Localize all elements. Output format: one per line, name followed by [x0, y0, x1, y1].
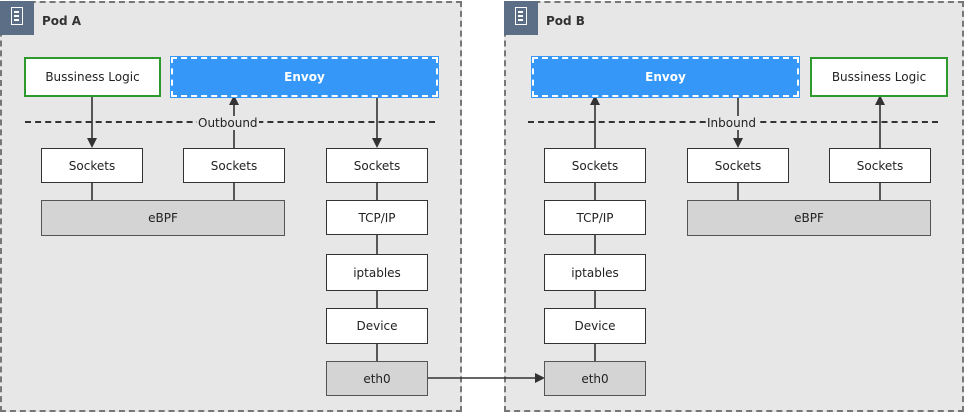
- sockets-b-1: Sockets: [544, 148, 646, 183]
- server-document-icon: [504, 1, 538, 35]
- envoy-b: Envoy: [531, 56, 800, 98]
- sockets-a-1: Sockets: [41, 148, 143, 183]
- business-logic-b: Bussiness Logic: [810, 57, 948, 97]
- pod-a-title: Pod A: [42, 14, 82, 28]
- server-document-icon: [0, 1, 34, 35]
- device-a: Device: [326, 308, 428, 344]
- sockets-a-3: Sockets: [326, 148, 428, 183]
- ebpf-a: eBPF: [41, 200, 285, 236]
- tcpip-a: TCP/IP: [326, 200, 428, 235]
- pod-b-title: Pod B: [546, 14, 585, 28]
- tcpip-b: TCP/IP: [544, 200, 646, 235]
- outbound-label: Outbound: [197, 116, 259, 130]
- envoy-a: Envoy: [170, 56, 439, 98]
- iptables-b: iptables: [544, 254, 646, 291]
- sockets-a-2: Sockets: [183, 148, 285, 183]
- sockets-b-3: Sockets: [829, 148, 931, 183]
- ebpf-b: eBPF: [687, 200, 931, 236]
- sockets-b-2: Sockets: [687, 148, 789, 183]
- iptables-a: iptables: [326, 254, 428, 291]
- eth0-b: eth0: [544, 361, 646, 396]
- inbound-label: Inbound: [706, 116, 757, 130]
- eth0-a: eth0: [326, 361, 428, 396]
- business-logic-a: Bussiness Logic: [24, 57, 161, 97]
- device-b: Device: [544, 308, 646, 344]
